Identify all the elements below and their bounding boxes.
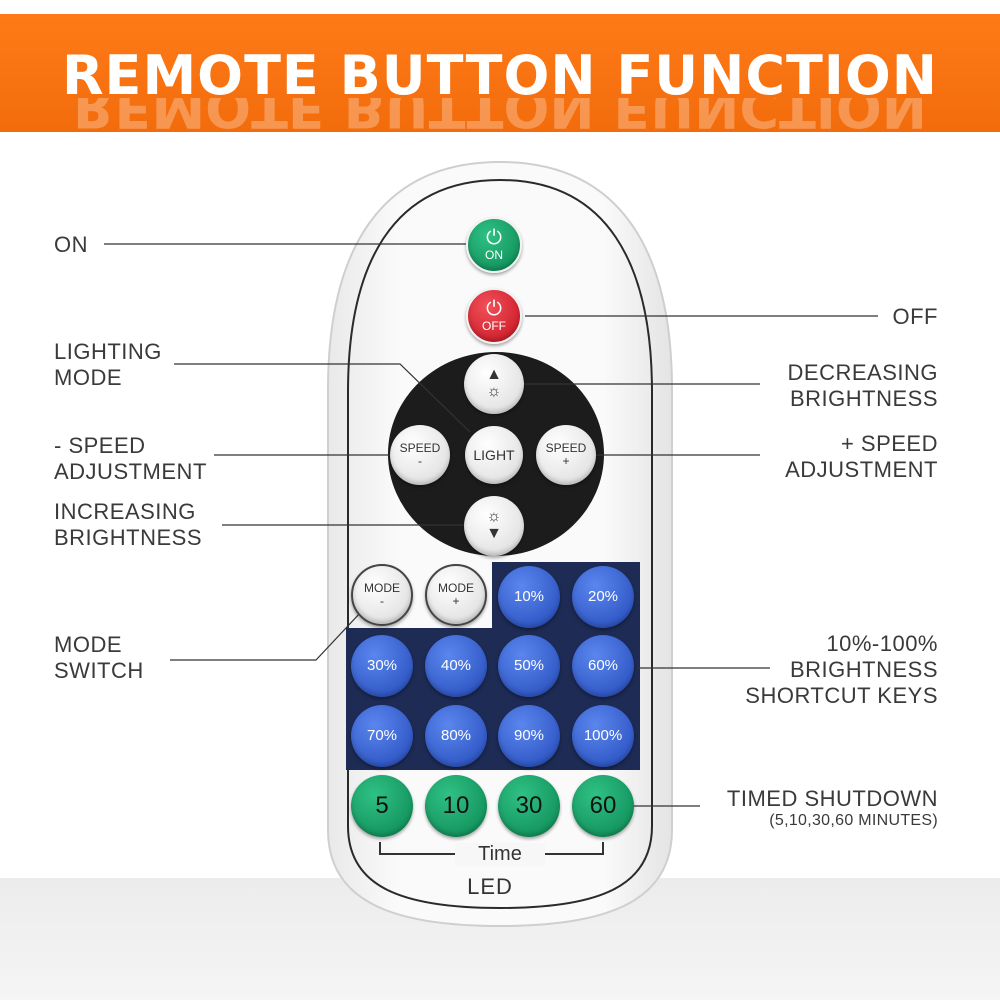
label-speed-plus: + SPEED ADJUSTMENT bbox=[785, 431, 938, 482]
label-timed-shutdown: TIMED SHUTDOWN (5,10,30,60 MINUTES) bbox=[726, 786, 938, 829]
brand-label: LED bbox=[467, 874, 513, 899]
label-increasing-brightness: INCREASING BRIGHTNESS bbox=[54, 499, 203, 550]
sun-icon: ☼ bbox=[486, 383, 502, 400]
speed-plus-button[interactable]: SPEED+ bbox=[536, 425, 596, 485]
keypad-panel bbox=[346, 562, 640, 770]
light-mode-button[interactable]: LIGHT bbox=[465, 426, 523, 484]
banner-title: REMOTE BUTTON FUNCTION bbox=[61, 44, 939, 107]
speed-minus-button[interactable]: SPEED- bbox=[390, 425, 450, 485]
power-on-button[interactable]: ⏻ON bbox=[466, 217, 522, 273]
label-speed-minus: - SPEED ADJUSTMENT bbox=[54, 433, 207, 484]
brightness-key-30[interactable]: 30% bbox=[351, 635, 413, 697]
brightness-key-50[interactable]: 50% bbox=[498, 635, 560, 697]
brightness-key-80[interactable]: 80% bbox=[425, 705, 487, 767]
label-lighting-mode: LIGHTING MODE bbox=[54, 339, 162, 390]
power-off-button[interactable]: ⏻OFF bbox=[466, 288, 522, 344]
brightness-key-60[interactable]: 60% bbox=[572, 635, 634, 697]
sun-icon: ☼ bbox=[486, 508, 502, 526]
chevron-down-icon: ▼ bbox=[486, 525, 502, 542]
title-banner: REMOTE BUTTON FUNCTION REMOTE BUTTON FUN… bbox=[0, 14, 1000, 134]
time-label: Time bbox=[455, 843, 545, 866]
label-off: OFF bbox=[892, 304, 938, 329]
timer-key-10[interactable]: 10 bbox=[425, 775, 487, 837]
label-on: ON bbox=[54, 232, 88, 257]
mode-plus-button[interactable]: MODE+ bbox=[425, 564, 487, 626]
brightness-key-10[interactable]: 10% bbox=[498, 566, 560, 628]
timer-key-60[interactable]: 60 bbox=[572, 775, 634, 837]
label-decreasing-brightness: DECREASING BRIGHTNESS bbox=[787, 360, 938, 411]
brightness-down-button[interactable]: ▲☼ bbox=[464, 354, 524, 414]
label-mode-switch: MODE SWITCH bbox=[54, 632, 144, 683]
timer-key-30[interactable]: 30 bbox=[498, 775, 560, 837]
timer-key-5[interactable]: 5 bbox=[351, 775, 413, 837]
leader-lines bbox=[104, 243, 878, 807]
mode-minus-button[interactable]: MODE- bbox=[351, 564, 413, 626]
brightness-key-100[interactable]: 100% bbox=[572, 705, 634, 767]
chevron-up-icon: ▲ bbox=[486, 366, 502, 384]
label-shortcut-keys: 10%-100% BRIGHTNESS SHORTCUT KEYS bbox=[745, 631, 938, 708]
brightness-key-70[interactable]: 70% bbox=[351, 705, 413, 767]
brightness-up-button[interactable]: ☼▼ bbox=[464, 496, 524, 556]
brightness-key-90[interactable]: 90% bbox=[498, 705, 560, 767]
brightness-key-40[interactable]: 40% bbox=[425, 635, 487, 697]
brightness-key-20[interactable]: 20% bbox=[572, 566, 634, 628]
